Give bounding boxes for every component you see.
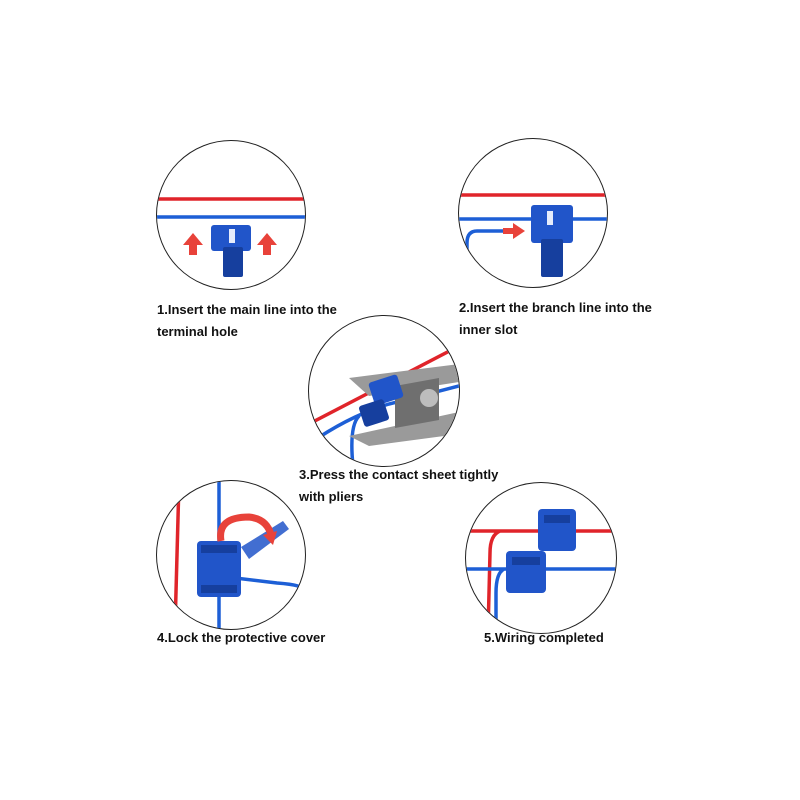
- t-tap-connector: [531, 205, 573, 277]
- step-5-illustration: [465, 482, 617, 634]
- step-1-caption-line1: 1.Insert the main line into the: [157, 299, 337, 321]
- step-2-caption-line2: inner slot: [459, 319, 652, 341]
- step-1-caption-line2: terminal hole: [157, 321, 337, 343]
- t-tap-connector-bottom: [506, 551, 546, 593]
- red-wire: [175, 481, 179, 629]
- step-2-caption: 2.Insert the branch line into the inner …: [459, 297, 652, 341]
- step-3-caption-line1: 3.Press the contact sheet tightly: [299, 464, 498, 486]
- t-tap-connector: [211, 225, 251, 277]
- branch-wire: [467, 231, 505, 287]
- step-1-illustration: [156, 140, 306, 290]
- right-arrow-icon: [503, 223, 525, 239]
- step-1-caption: 1.Insert the main line into the terminal…: [157, 299, 337, 343]
- step-4-illustration: [156, 480, 306, 630]
- step-4-caption-line1: 4.Lock the protective cover: [157, 627, 325, 649]
- step-3-caption: 3.Press the contact sheet tightly with p…: [299, 464, 498, 508]
- step-2-illustration: [458, 138, 608, 288]
- step-5-caption-line1: 5.Wiring completed: [484, 627, 604, 649]
- branch-wire: [352, 416, 359, 466]
- step-2-caption-line1: 2.Insert the branch line into the: [459, 297, 652, 319]
- t-tap-connector-top: [538, 509, 576, 551]
- step-5-caption: 5.Wiring completed: [484, 627, 604, 649]
- step-3-illustration: [308, 315, 460, 467]
- step-4-caption: 4.Lock the protective cover: [157, 627, 325, 649]
- step-3-caption-line2: with pliers: [299, 486, 498, 508]
